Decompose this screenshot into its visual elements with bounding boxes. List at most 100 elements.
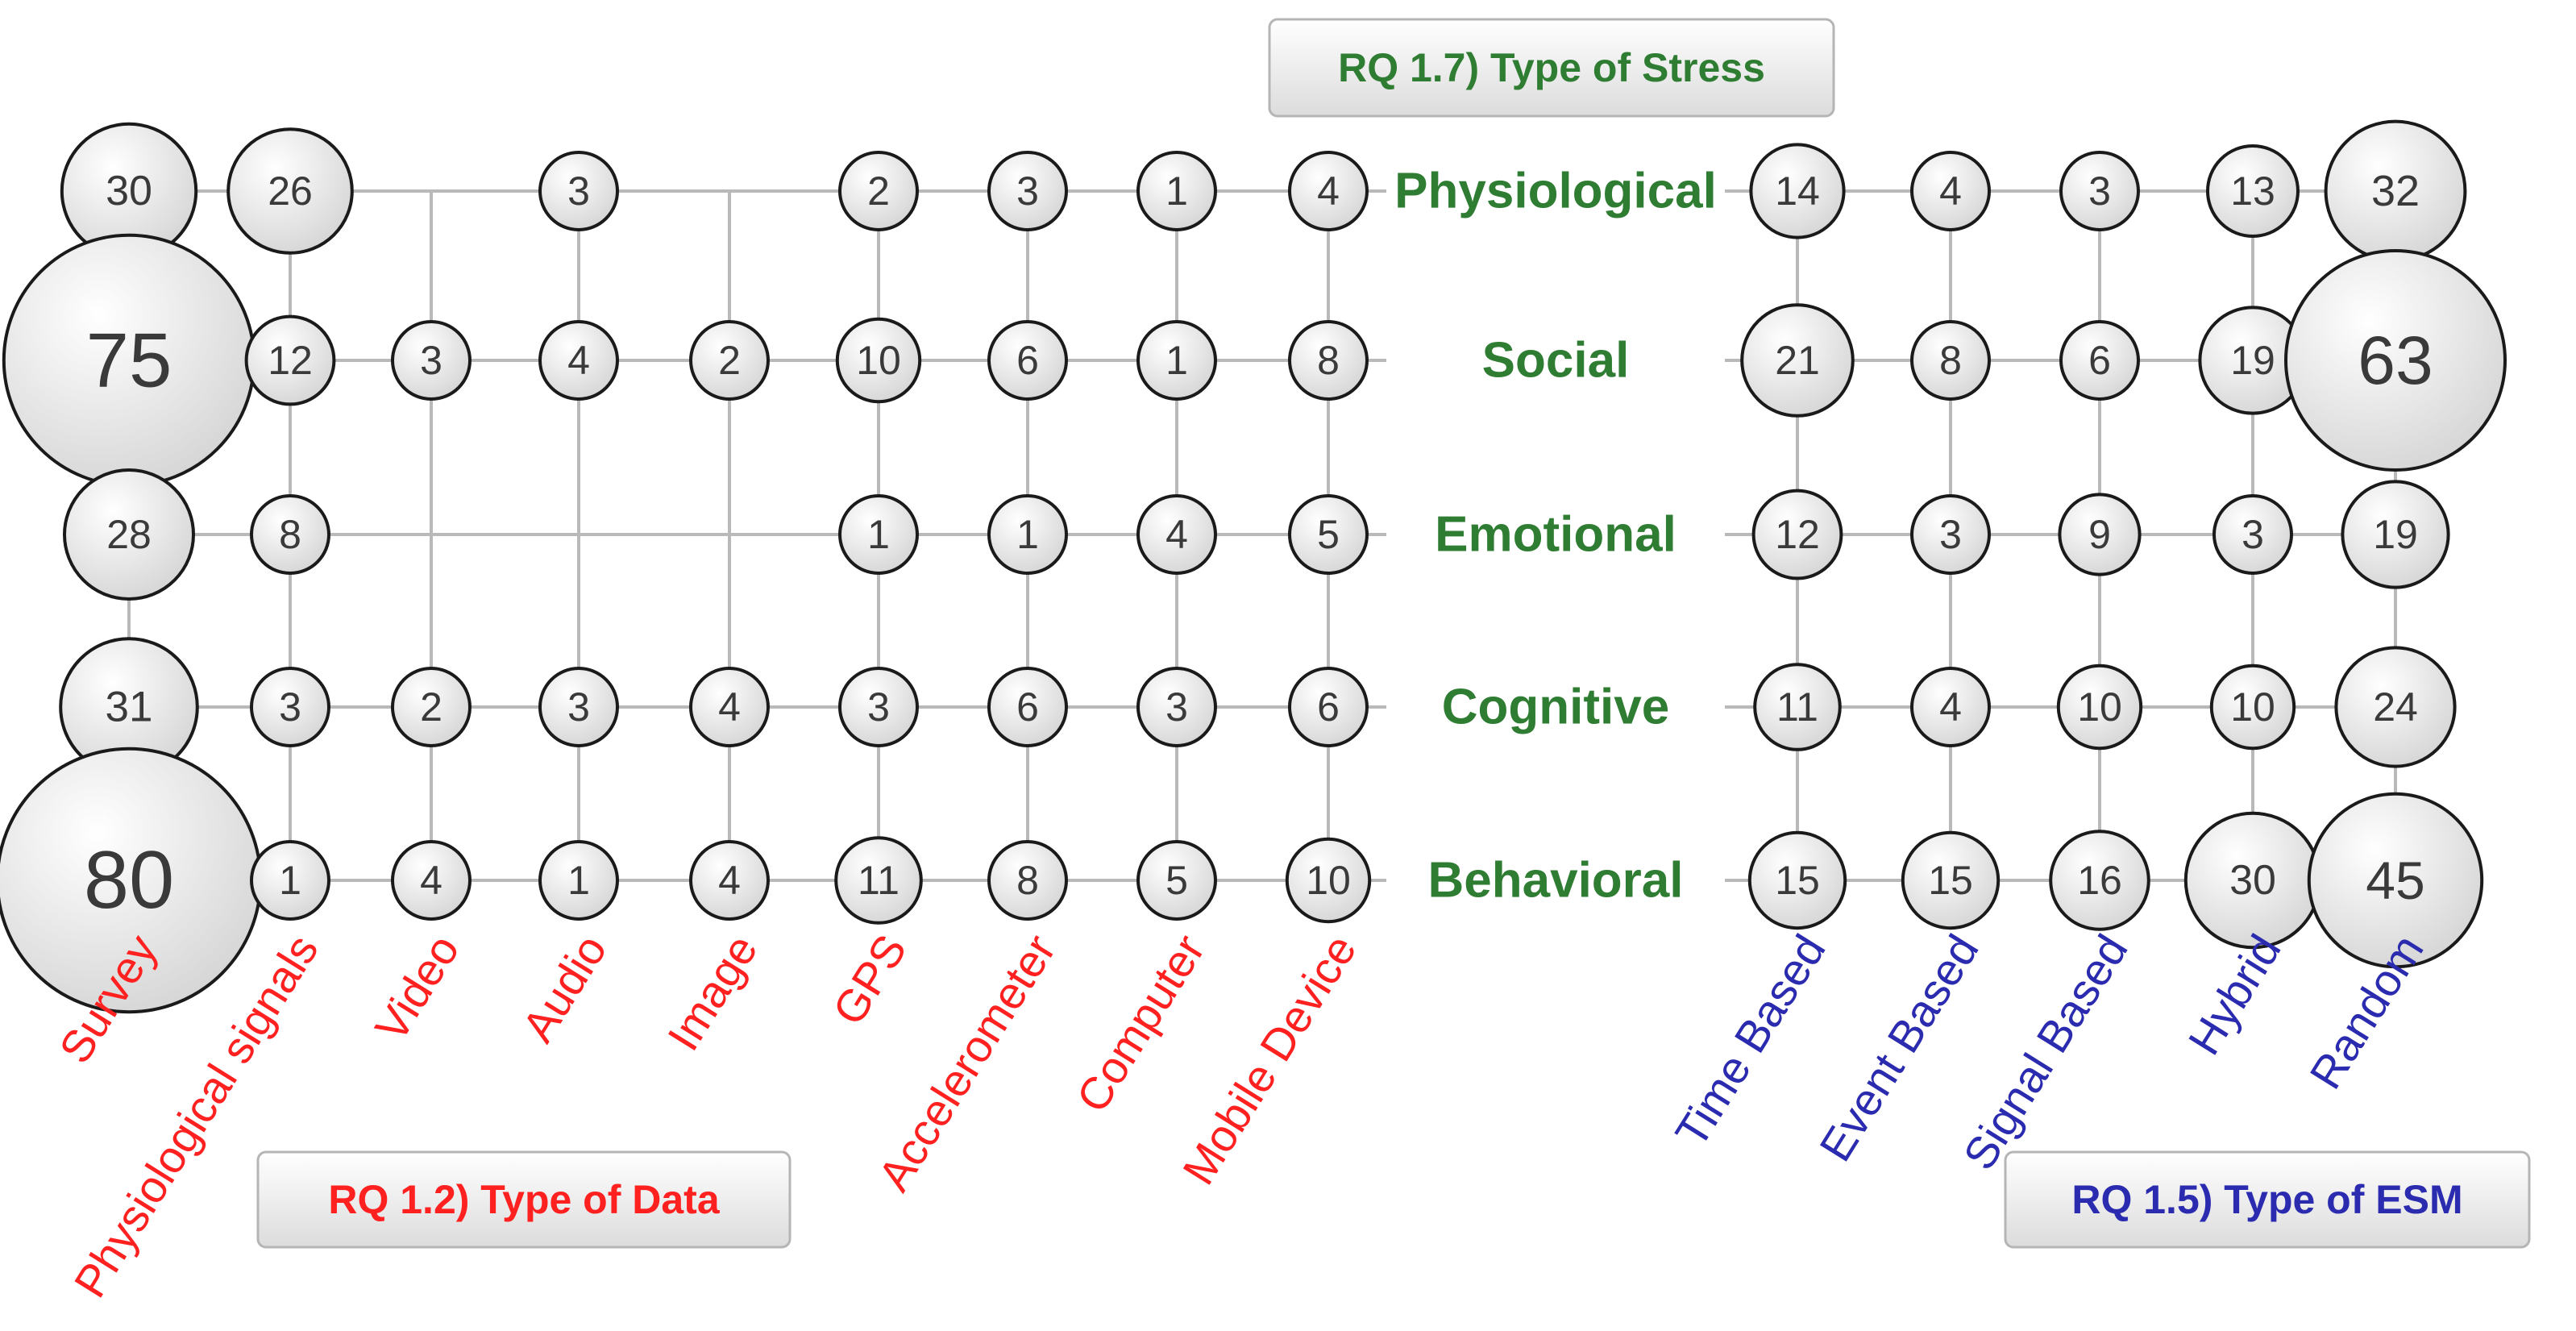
stress-type-label-physiological: Physiological bbox=[1394, 164, 1717, 219]
bubble-value: 1 bbox=[1016, 512, 1039, 557]
bubble-value: 11 bbox=[858, 858, 900, 903]
bubble-behavioral-accelerometer: 8 bbox=[987, 840, 1068, 921]
bubble-circle bbox=[987, 494, 1068, 575]
bubble-physiological-gps: 2 bbox=[838, 151, 919, 231]
bubble-value: 16 bbox=[2077, 858, 2122, 903]
bubble-physiological-random: 32 bbox=[2324, 119, 2467, 263]
bubble-circle bbox=[2056, 663, 2143, 751]
bubble-circle bbox=[1288, 320, 1369, 401]
bubble-value: 8 bbox=[1939, 338, 1962, 383]
bubble-behavioral-computer: 5 bbox=[1136, 840, 1217, 921]
bubble-circle bbox=[2307, 792, 2484, 969]
bubble-physiological-physiological-signals: 26 bbox=[226, 127, 354, 255]
bubble-value: 12 bbox=[268, 338, 313, 383]
bubble-social-time-based: 21 bbox=[1740, 303, 1855, 418]
bubble-social-audio: 4 bbox=[538, 320, 619, 401]
bubble-circle bbox=[1136, 667, 1217, 747]
bubble-value: 3 bbox=[1939, 512, 1962, 557]
esm-type-label-time-based: Time Based bbox=[1665, 925, 1835, 1155]
stress-header-box-text: RQ 1.7) Type of Stress bbox=[1338, 45, 1765, 90]
bubble-circle bbox=[689, 840, 770, 921]
esm-header-box-text: RQ 1.5) Type of ESM bbox=[2071, 1177, 2462, 1222]
bubble-value: 32 bbox=[2371, 167, 2420, 215]
bubble-emotional-gps: 1 bbox=[838, 494, 919, 575]
bubble-value: 3 bbox=[1016, 168, 1039, 214]
bubble-circle bbox=[1288, 667, 1369, 747]
bubble-cognitive-mobile-device: 6 bbox=[1288, 667, 1369, 747]
bubble-circle bbox=[834, 836, 923, 925]
bubble-circle bbox=[835, 317, 922, 404]
bubble-circle bbox=[63, 468, 195, 601]
bubble-emotional-mobile-device: 5 bbox=[1288, 494, 1369, 575]
data-header-box-frame bbox=[256, 1150, 791, 1249]
bubble-cognitive-image: 4 bbox=[689, 667, 770, 747]
bubble-value: 3 bbox=[867, 684, 890, 730]
bubble-value: 21 bbox=[1775, 338, 1820, 383]
bubble-value: 1 bbox=[867, 512, 890, 557]
bubble-physiological-accelerometer: 3 bbox=[987, 151, 1068, 231]
bubble-emotional-time-based: 12 bbox=[1751, 489, 1843, 580]
bubble-circle bbox=[391, 320, 472, 401]
header-boxes: RQ 1.7) Type of Stress RQ 1.2) Type of Da… bbox=[256, 18, 2531, 1249]
bubble-value: 1 bbox=[279, 858, 301, 903]
bubble-circle bbox=[1901, 830, 2001, 930]
bubble-behavioral-gps: 11 bbox=[834, 836, 923, 925]
bubble-value: 1 bbox=[1165, 338, 1188, 383]
bubble-value: 75 bbox=[86, 318, 172, 404]
bubble-circle bbox=[226, 127, 354, 255]
bubble-behavioral-random: 45 bbox=[2307, 792, 2484, 969]
bubble-value: 15 bbox=[1775, 858, 1820, 903]
bubble-circle bbox=[244, 314, 336, 406]
stress-type-label-emotional: Emotional bbox=[1435, 507, 1676, 563]
bubble-circle bbox=[2341, 480, 2450, 589]
data-header-box: RQ 1.2) Type of Data bbox=[256, 1150, 791, 1249]
bubble-value: 2 bbox=[718, 338, 741, 383]
esm-header-box-frame bbox=[2004, 1150, 2531, 1249]
bubble-circle bbox=[391, 667, 472, 747]
bubble-cognitive-accelerometer: 6 bbox=[987, 667, 1068, 747]
bubble-value: 19 bbox=[2373, 512, 2418, 557]
bubble-value: 11 bbox=[1776, 684, 1818, 730]
bubble-circle bbox=[2059, 151, 2140, 231]
bubble-behavioral-physiological-signals: 1 bbox=[250, 840, 330, 921]
bubble-physiological-survey: 30 bbox=[60, 122, 198, 260]
bubble-value: 4 bbox=[567, 338, 590, 383]
bubble-circle bbox=[1749, 143, 1846, 239]
bubble-value: 24 bbox=[2373, 684, 2418, 730]
esm-header-box: RQ 1.5) Type of ESM bbox=[2004, 1150, 2531, 1249]
bubble-circle bbox=[1910, 151, 1991, 231]
bubble-value: 28 bbox=[106, 512, 152, 557]
bubble-circle bbox=[538, 320, 619, 401]
bubble-social-signal-based: 6 bbox=[2059, 320, 2140, 401]
bubble-behavioral-time-based: 15 bbox=[1747, 830, 1847, 930]
bubble-circle bbox=[1136, 840, 1217, 921]
bubble-emotional-hybrid: 3 bbox=[2212, 494, 2293, 575]
data-type-label-gps: GPS bbox=[823, 925, 916, 1034]
bubble-behavioral-signal-based: 16 bbox=[2049, 830, 2150, 931]
bubble-circle bbox=[391, 840, 472, 921]
bubble-social-event-based: 8 bbox=[1910, 320, 1991, 401]
bubble-circle bbox=[1288, 151, 1369, 231]
bubble-circle bbox=[538, 840, 619, 921]
bubble-cognitive-survey: 31 bbox=[59, 637, 199, 777]
bubble-behavioral-survey: 80 bbox=[0, 747, 263, 1014]
bubble-circle bbox=[538, 667, 619, 747]
bubble-value: 12 bbox=[1775, 512, 1820, 557]
bubble-value: 6 bbox=[2088, 338, 2111, 383]
bubble-physiological-mobile-device: 4 bbox=[1288, 151, 1369, 231]
bubble-emotional-survey: 28 bbox=[63, 468, 195, 601]
bubble-social-survey: 75 bbox=[2, 233, 256, 488]
bubble-social-computer: 1 bbox=[1136, 320, 1217, 401]
bubble-emotional-event-based: 3 bbox=[1910, 494, 1991, 575]
bubble-value: 13 bbox=[2230, 168, 2275, 214]
bubble-value: 9 bbox=[2088, 512, 2111, 557]
bubble-circle bbox=[1740, 303, 1855, 418]
bubble-physiological-audio: 3 bbox=[538, 151, 619, 231]
bubble-social-hybrid: 19 bbox=[2198, 306, 2308, 415]
bubble-circle bbox=[838, 494, 919, 575]
bubble-behavioral-mobile-device: 10 bbox=[1285, 837, 1372, 924]
bubble-circle bbox=[2334, 646, 2457, 768]
bubble-circle bbox=[2284, 249, 2507, 472]
bubble-circle bbox=[1910, 667, 1991, 747]
